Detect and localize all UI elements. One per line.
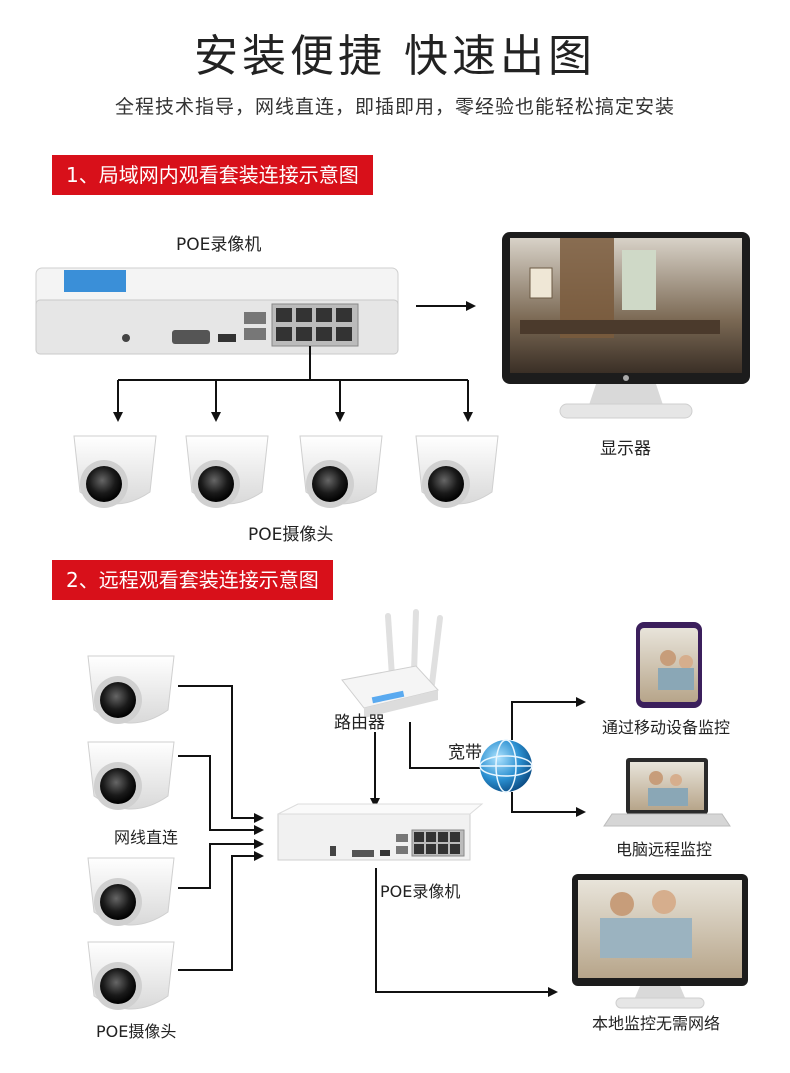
power-port [122, 334, 130, 342]
poe-ports [271, 303, 359, 347]
vga-port [172, 330, 210, 344]
mobile-monitoring-label: 通过移动设备监控 [602, 718, 731, 737]
camera-connection-lines [113, 346, 473, 422]
monitor-small [572, 874, 748, 1009]
broadband-label: 宽带 [448, 743, 482, 763]
dome-camera-1 [73, 435, 157, 508]
nvr-device-small [277, 803, 484, 861]
camera-label: POE摄像头 [248, 525, 334, 545]
dome-camera-5 [87, 655, 175, 724]
section2-banner: 2、远程观看套装连接示意图 [52, 560, 333, 600]
dome-camera-3 [299, 435, 383, 508]
page-title: 安装便捷 快速出图 [194, 31, 596, 82]
usb-port [244, 312, 266, 324]
dome-camera-6 [87, 741, 175, 810]
nvr-label: POE录像机 [176, 235, 262, 255]
dome-camera-2 [185, 435, 269, 508]
dome-camera-4 [415, 435, 499, 508]
remote-connection-lines [511, 697, 586, 817]
router-device [341, 609, 443, 718]
camera-cables [178, 685, 264, 971]
nvr-label-sticker [64, 270, 126, 292]
laptop [603, 758, 731, 827]
monitor-large [502, 232, 750, 419]
camera-label-2: POE摄像头 [96, 1022, 177, 1041]
local-monitoring-label: 本地监控无需网络 [592, 1014, 721, 1033]
nvr-device-large [35, 267, 399, 355]
hdmi-port [218, 334, 236, 342]
mobile-phone [636, 622, 702, 708]
page-subtitle: 全程技术指导，网线直连，即插即用，零经验也能轻松搞定安装 [114, 96, 675, 118]
internet-globe [479, 739, 533, 793]
router-label: 路由器 [334, 713, 385, 733]
arrow-nvr-to-local-monitor [375, 868, 558, 997]
broadband-line [409, 722, 480, 769]
dome-camera-8 [87, 941, 175, 1010]
monitor-label: 显示器 [600, 439, 651, 459]
direct-connection-label: 网线直连 [114, 828, 179, 847]
nvr-label-2: POE录像机 [380, 882, 461, 901]
dome-camera-7 [87, 857, 175, 926]
pc-monitoring-label: 电脑远程监控 [616, 840, 713, 859]
section1-banner: 1、局域网内观看套装连接示意图 [52, 155, 373, 195]
